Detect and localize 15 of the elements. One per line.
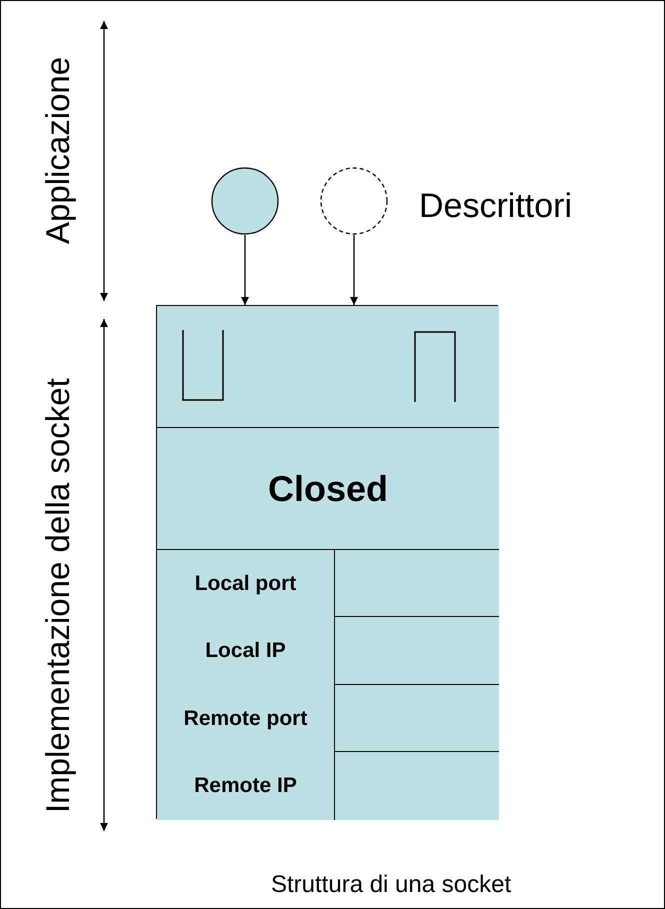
socket-box <box>156 305 498 819</box>
field-value-box <box>334 617 499 685</box>
field-value-box <box>334 752 499 820</box>
descriptor-circle <box>320 167 388 235</box>
state-band: Closed <box>157 428 499 550</box>
queue-section <box>157 306 499 428</box>
arrow <box>241 235 249 305</box>
arrow <box>350 235 358 305</box>
caption: Struttura di una socket <box>271 871 512 899</box>
section-label: Applicazione <box>39 55 77 246</box>
field-value-box <box>334 550 499 617</box>
descriptor-label: Descrittori <box>419 187 572 226</box>
section-label: Implementazione della socket <box>39 378 77 816</box>
descriptor-circle <box>211 167 279 235</box>
field-value-box <box>334 685 499 752</box>
